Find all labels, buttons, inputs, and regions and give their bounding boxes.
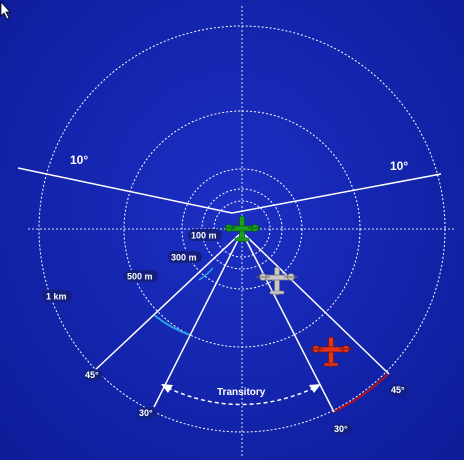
right-45-pill: 45° [389,384,409,396]
right-30-degree-line [241,231,335,413]
range-label-300m: 300 m [168,251,202,263]
range-ring-300m [123,110,361,348]
range-ring-1km [38,25,446,433]
range-label-1km: 1 km [42,290,72,302]
red-clearance-arc [332,373,389,413]
cursor-arrow-icon [0,0,11,20]
svg-text:300 m: 300 m [171,253,197,263]
right-45-degree-line [241,231,390,375]
blue-clearance-arc-upper [198,267,214,281]
left-30-pill: 30° [137,407,157,419]
svg-text:45°: 45° [391,385,405,395]
right-30-pill: 30° [332,423,352,435]
left-45-degree-line [92,231,243,373]
angle-label-upper-left: 10° [70,153,88,167]
svg-text:30°: 30° [139,408,153,418]
transitory-arrow-left-icon [161,384,173,393]
svg-text:100 m: 100 m [191,231,217,241]
left-30-degree-line [153,231,243,408]
svg-text:30°: 30° [334,424,348,434]
transitory-label: Transitory [217,387,266,398]
range-label-100m: 100 m [188,229,222,241]
tiltrotor-aircraft-green-icon [222,215,262,243]
svg-text:1 km: 1 km [46,292,67,302]
range-ring-100m [181,168,303,290]
blue-clearance-arc [153,314,191,336]
range-ring-60 [213,200,271,258]
upper-left-10-degree-line [17,167,233,214]
transitory-arrow-right-icon [309,384,321,393]
svg-text:45°: 45° [85,370,99,380]
angle-label-upper-right: 10° [390,159,408,173]
upper-right-10-degree-line [231,173,442,214]
svg-text:500 m: 500 m [127,272,153,282]
tiltrotor-aircraft-grey-icon [256,266,298,296]
tiltrotor-aircraft-red-icon [309,336,353,368]
left-45-pill: 45° [83,369,103,381]
range-label-500m: 500 m [124,270,158,282]
